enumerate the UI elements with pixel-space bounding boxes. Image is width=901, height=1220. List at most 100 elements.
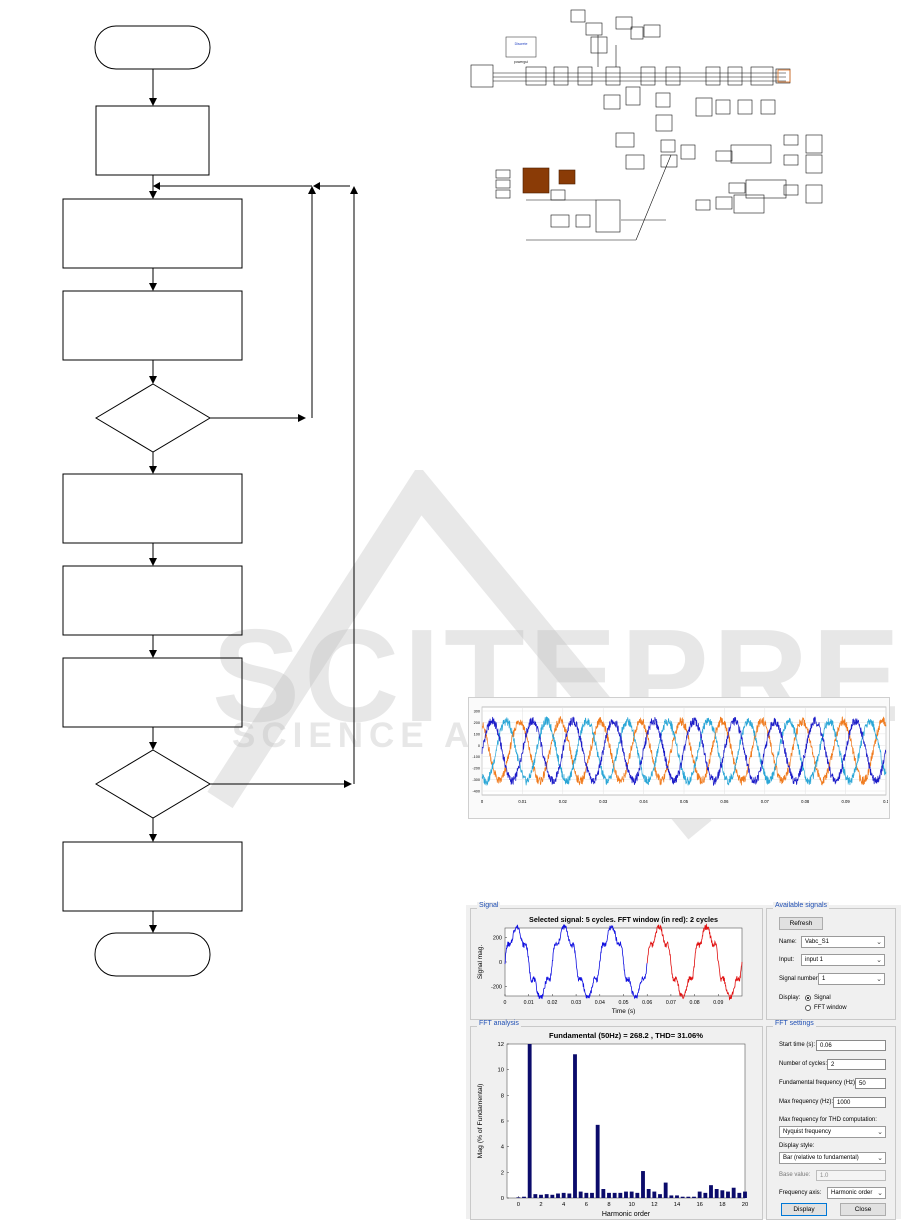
- waveform-x-tick-label: 0.01: [518, 799, 527, 804]
- chevron-down-icon: ⌄: [877, 1129, 883, 1136]
- fund-freq-input[interactable]: 50: [855, 1078, 886, 1089]
- waveform-x-tick-label: 0.04: [640, 799, 649, 804]
- display-button[interactable]: Display: [781, 1203, 827, 1216]
- interharmonic-bar: [567, 1193, 572, 1198]
- signal-x-tick-label: 0.08: [690, 1000, 700, 1006]
- interharmonic-bar: [544, 1194, 549, 1198]
- close-button[interactable]: Close: [840, 1203, 886, 1216]
- waveform-x-tick-label: 0.07: [761, 799, 770, 804]
- fft-x-tick-label: 14: [674, 1202, 681, 1208]
- display-signal-radio[interactable]: [805, 995, 811, 1001]
- display-fft-window-radio[interactable]: [805, 1005, 811, 1011]
- waveform-phase-b: [481, 716, 887, 786]
- harmonic-bar-19: [731, 1187, 736, 1198]
- signal-plot: Selected signal: 5 cycles. FFT window (i…: [477, 915, 743, 1015]
- fund-freq-label: Fundamental frequency (Hz):: [779, 1080, 857, 1086]
- thd-label: Max frequency for THD computation:: [779, 1117, 877, 1123]
- max-freq-label: Max frequency (Hz):: [779, 1099, 834, 1105]
- fft-x-tick-label: 12: [651, 1202, 657, 1208]
- base-value-input: 1.0: [816, 1170, 886, 1181]
- interharmonic-bar: [680, 1196, 685, 1198]
- waveform-x-tick-label: 0.1: [883, 799, 888, 804]
- max-freq-input[interactable]: 1000: [833, 1097, 886, 1108]
- flowchart-step-3: [62, 290, 243, 361]
- interharmonic-bar: [601, 1189, 606, 1198]
- cycles-input[interactable]: 2: [827, 1059, 886, 1070]
- waveform-y-tick-label: -400: [472, 790, 480, 794]
- start-time-input[interactable]: 0.06: [816, 1040, 886, 1051]
- signal-x-tick-label: 0.04: [595, 1000, 605, 1006]
- harmonic-bar-7: [595, 1124, 600, 1198]
- display-signal-label: Signal: [814, 995, 831, 1001]
- name-select[interactable]: Vabc_S1⌄: [801, 936, 885, 948]
- display-style-select[interactable]: Bar (relative to fundamental)⌄: [779, 1152, 886, 1164]
- chevron-down-icon: ⌄: [876, 957, 882, 964]
- flowchart-step-2: [62, 198, 243, 269]
- signal-x-tick-label: 0.06: [642, 1000, 652, 1006]
- fft-y-tick-label: 6: [501, 1119, 504, 1125]
- interharmonic-bar: [703, 1192, 708, 1198]
- harmonic-bar-3: [550, 1194, 555, 1198]
- waveform-y-tick-label: 0: [478, 744, 480, 748]
- signal-x-tick-label: 0.02: [547, 1000, 557, 1006]
- thd-select[interactable]: Nyquist frequency⌄: [779, 1126, 886, 1138]
- chevron-down-icon: ⌄: [877, 1190, 883, 1197]
- refresh-button[interactable]: Refresh: [779, 917, 823, 930]
- available-signals-title: Available signals: [773, 902, 830, 909]
- signal-x-tick-label: 0.01: [524, 1000, 534, 1006]
- flowchart-step-4: [62, 473, 243, 544]
- waveform-y-tick-label: -200: [472, 767, 480, 771]
- fft-xlabel: Harmonic order: [602, 1211, 651, 1218]
- interharmonic-bar: [578, 1191, 583, 1198]
- signal-number-label: Signal number:: [779, 976, 820, 982]
- signal-y-tick-label: 0: [499, 960, 502, 966]
- interharmonic-bar: [669, 1195, 674, 1198]
- signal-x-tick-label: 0.05: [618, 1000, 628, 1006]
- interharmonic-bar: [692, 1196, 696, 1198]
- waveform-y-tick-label: 300: [474, 710, 480, 714]
- fft-y-tick-label: 10: [498, 1068, 504, 1074]
- flowchart-decision-2: [95, 749, 211, 819]
- harmonic-bar-18: [720, 1190, 725, 1198]
- chevron-down-icon: ⌄: [876, 976, 882, 983]
- base-value-label: Base value:: [779, 1172, 811, 1178]
- fft-axes: [506, 1043, 746, 1199]
- display-style-label: Display style:: [779, 1143, 815, 1149]
- fft-analysis-title: FFT analysis: [477, 1020, 521, 1027]
- display-label: Display:: [779, 995, 801, 1001]
- flowchart-step-6: [62, 657, 243, 728]
- fft-y-tick-label: 12: [498, 1042, 504, 1048]
- fft-plot-title: Fundamental (50Hz) = 268.2 , THD= 31.06%: [549, 1031, 703, 1040]
- fft-bar-chart: Fundamental (50Hz) = 268.2 , THD= 31.06%…: [477, 1031, 748, 1218]
- fft-x-tick-label: 0: [517, 1202, 520, 1208]
- fft-ylabel: Mag (% of Fundamental): [477, 1084, 484, 1159]
- interharmonic-bar: [533, 1194, 538, 1198]
- harmonic-bar-8: [607, 1192, 611, 1198]
- flowchart-decision-1: [95, 383, 211, 453]
- fft-x-tick-label: 2: [539, 1202, 542, 1208]
- waveform-x-tick-label: 0.03: [599, 799, 608, 804]
- fft-window-trace: [646, 923, 743, 1001]
- signal-x-tick-label: 0.03: [571, 1000, 581, 1006]
- interharmonic-bar: [658, 1194, 662, 1198]
- flowchart-step-5: [62, 565, 243, 636]
- signal-x-tick-label: 0.09: [713, 1000, 723, 1006]
- harmonic-bar-4: [561, 1192, 566, 1198]
- input-select[interactable]: input 1⌄: [801, 954, 885, 966]
- signal-ylabel: Signal mag.: [477, 945, 484, 980]
- signal-number-select[interactable]: 1⌄: [818, 973, 885, 985]
- waveform-x-tick-label: 0.02: [559, 799, 568, 804]
- harmonic-bar-10: [629, 1191, 634, 1198]
- flowchart-end: [94, 932, 211, 977]
- freq-axis-select[interactable]: Harmonic order⌄: [827, 1187, 886, 1199]
- harmonic-bar-6: [584, 1192, 589, 1198]
- input-label: Input:: [779, 957, 795, 963]
- waveform-x-tick-label: 0.06: [720, 799, 729, 804]
- fft-x-tick-label: 16: [696, 1202, 702, 1208]
- waveform-y-tick-label: 100: [474, 732, 480, 736]
- name-select-value: Vabc_S1: [805, 939, 829, 945]
- fft-x-tick-label: 20: [742, 1202, 748, 1208]
- harmonic-bar-0: [516, 1197, 521, 1198]
- interharmonic-bar: [714, 1189, 719, 1198]
- interharmonic-bar: [624, 1191, 628, 1198]
